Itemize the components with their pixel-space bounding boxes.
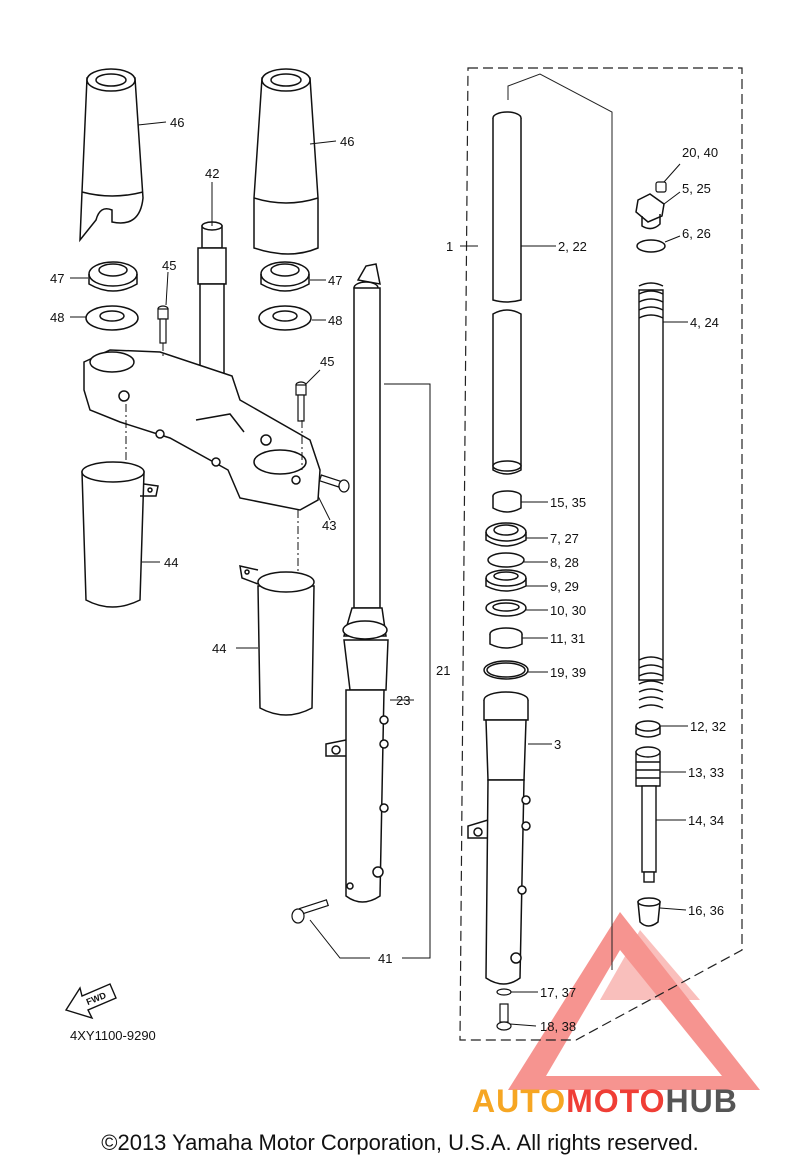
bracket-lines-21	[309, 383, 431, 959]
inner-tube	[492, 111, 522, 475]
copyright-notice: ©2013 Yamaha Motor Corporation, U.S.A. A…	[101, 1130, 699, 1155]
bolt-45-left	[157, 305, 169, 344]
watermark-triangle	[508, 912, 760, 1090]
callout-13-33: 13, 33	[688, 765, 724, 780]
drain-bolt-18	[496, 1003, 512, 1031]
callout-48-left: 48	[50, 310, 64, 325]
callout-47-right: 47	[328, 273, 342, 288]
washer-10	[485, 599, 527, 617]
lower-bracket	[83, 349, 321, 511]
watermark-text-hub: HUB	[665, 1083, 738, 1119]
fork-boot-right	[239, 565, 315, 716]
callout-47-left: 47	[50, 271, 64, 286]
callout-7-27: 7, 27	[550, 531, 579, 546]
callout-3: 3	[554, 737, 561, 752]
watermark-text-moto: MOTO	[566, 1083, 666, 1119]
callout-2-22: 2, 22	[558, 239, 587, 254]
fork-cover-right	[253, 68, 319, 255]
callout-46-left: 46	[170, 115, 184, 130]
watermark-logo: AUTOMOTOHUB	[472, 1083, 738, 1120]
washer-right-48	[258, 305, 312, 331]
callout-43: 43	[322, 518, 336, 533]
fork-boot-left	[81, 461, 159, 608]
callout-19-39: 19, 39	[550, 665, 586, 680]
air-valve-20	[655, 181, 667, 193]
callout-48-right: 48	[328, 313, 342, 328]
callout-21: 21	[436, 663, 450, 678]
collar-right-47	[260, 261, 310, 292]
ring-19	[483, 660, 529, 680]
callout-45-right: 45	[320, 354, 334, 369]
callout-4-24: 4, 24	[690, 315, 719, 330]
part-code: 4XY1100-9290	[70, 1028, 156, 1043]
callout-11-31: 11, 31	[550, 631, 585, 646]
callout-23: 23	[396, 693, 410, 708]
washer-left-48	[85, 305, 139, 331]
callout-46-right: 46	[340, 134, 354, 149]
oil-lock-piece-16	[637, 897, 661, 927]
callout-6-26: 6, 26	[682, 226, 711, 241]
damper-rod-13	[635, 746, 661, 787]
callout-42: 42	[205, 166, 219, 181]
callout-41: 41	[378, 951, 392, 966]
callout-8-28: 8, 28	[550, 555, 579, 570]
fork-cover-left	[79, 68, 144, 243]
bracket-line	[507, 73, 613, 970]
alignment-lines	[125, 343, 303, 580]
callout-18-38: 18, 38	[540, 1019, 576, 1034]
cap-bolt-5	[635, 193, 665, 230]
clip-8	[487, 552, 525, 568]
callout-16-36: 16, 36	[688, 903, 724, 918]
slide-bushing-11	[489, 627, 523, 649]
piston-ring-12	[635, 720, 661, 738]
fork-assembly-outline	[459, 67, 743, 1041]
bolt-43	[318, 474, 350, 493]
copper-washer-17	[496, 988, 512, 996]
collar-left-47	[88, 261, 138, 292]
fork-assembly-21	[325, 263, 389, 903]
callout-5-25: 5, 25	[682, 181, 711, 196]
slide-bushing-15	[492, 490, 522, 513]
o-ring-6	[636, 239, 666, 253]
oil-seal-9	[485, 569, 527, 592]
outer-tube	[467, 691, 531, 985]
callout-1: 1	[446, 239, 453, 254]
callout-45-left: 45	[162, 258, 176, 273]
rod-14	[641, 785, 657, 883]
callout-9-29: 9, 29	[550, 579, 579, 594]
callout-12-32: 12, 32	[690, 719, 726, 734]
callout-44-right: 44	[212, 641, 226, 656]
callout-10-30: 10, 30	[550, 603, 586, 618]
fwd-arrow-icon: FWD	[64, 983, 117, 1020]
callout-44-left: 44	[164, 555, 178, 570]
dust-seal-7	[485, 522, 527, 547]
callout-14-34: 14, 34	[688, 813, 724, 828]
fork-spring-4	[638, 282, 664, 709]
bolt-41	[291, 899, 329, 924]
callout-15-35: 15, 35	[550, 495, 586, 510]
leader-lines	[70, 121, 688, 1027]
callout-20-40: 20, 40	[682, 145, 718, 160]
callout-17-37: 17, 37	[540, 985, 576, 1000]
watermark-text-auto: AUTO	[472, 1083, 567, 1119]
bolt-45-right	[295, 381, 307, 422]
callout-labels: 46 46 42 47 47 48 48 45 45 43 44 44 21 2…	[50, 115, 726, 1034]
